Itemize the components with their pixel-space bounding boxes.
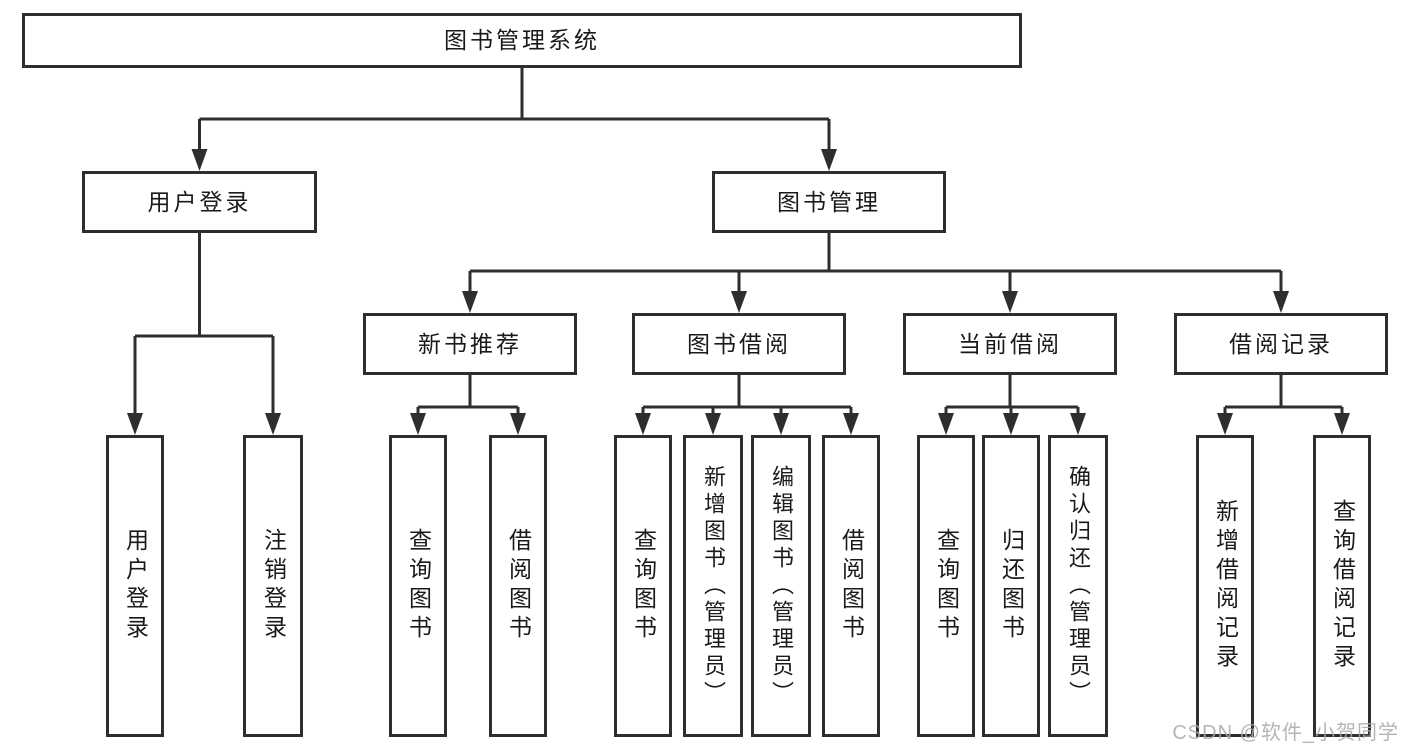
arrowhead bbox=[127, 413, 143, 435]
leaf-newrec-query-book-label: 查询图书 bbox=[405, 528, 432, 644]
node-root-system-label: 图书管理系统 bbox=[444, 27, 600, 53]
connector-book-mgmt-branch bbox=[462, 233, 1289, 313]
node-book-borrow: 图书借阅 bbox=[632, 313, 846, 375]
node-borrow-records-label: 借阅记录 bbox=[1229, 330, 1333, 357]
arrowhead bbox=[821, 149, 837, 171]
arrowhead bbox=[410, 413, 426, 435]
connector-new-book-branch bbox=[410, 375, 526, 435]
node-borrow-records: 借阅记录 bbox=[1174, 313, 1388, 375]
leaf-user-login-label: 用户登录 bbox=[122, 528, 149, 644]
leaf-borrow-borrow-book: 借阅图书 bbox=[822, 435, 880, 737]
arrowhead bbox=[843, 413, 859, 435]
node-current-borrow: 当前借阅 bbox=[903, 313, 1117, 375]
csdn-watermark: CSDN @软件_小贺同学 bbox=[1172, 722, 1399, 744]
leaf-confirm-return-admin: 确认归还（管理员） bbox=[1048, 435, 1108, 737]
node-current-borrow-label: 当前借阅 bbox=[958, 330, 1062, 357]
leaf-query-borrow-record-label: 查询借阅记录 bbox=[1329, 499, 1356, 673]
arrowhead bbox=[1002, 291, 1018, 313]
node-book-borrow-label: 图书借阅 bbox=[687, 330, 791, 357]
node-root-system: 图书管理系统 bbox=[22, 13, 1022, 68]
arrowhead bbox=[510, 413, 526, 435]
leaf-logout-label: 注销登录 bbox=[260, 528, 287, 644]
node-book-mgmt: 图书管理 bbox=[712, 171, 946, 233]
arrowhead bbox=[1217, 413, 1233, 435]
leaf-query-borrow-record: 查询借阅记录 bbox=[1313, 435, 1371, 737]
leaf-confirm-return-admin-label: 确认归还（管理员） bbox=[1066, 464, 1091, 708]
connector-book-borrow-branch bbox=[635, 375, 859, 435]
leaf-borrow-query-book-label: 查询图书 bbox=[630, 528, 657, 644]
arrowhead bbox=[191, 149, 208, 171]
leaf-edit-book-admin-label: 编辑图书（管理员） bbox=[769, 464, 794, 708]
arrowhead bbox=[635, 413, 651, 435]
arrowhead bbox=[265, 413, 281, 435]
leaf-borrow-borrow-book-label: 借阅图书 bbox=[838, 528, 865, 644]
arrowhead bbox=[1003, 413, 1019, 435]
arrowhead bbox=[731, 291, 747, 313]
node-user-login: 用户登录 bbox=[82, 171, 317, 233]
leaf-add-book-admin-label: 新增图书（管理员） bbox=[701, 464, 726, 708]
leaf-logout: 注销登录 bbox=[243, 435, 303, 737]
arrowhead bbox=[1070, 413, 1086, 435]
leaf-current-query-book: 查询图书 bbox=[917, 435, 975, 737]
leaf-add-borrow-record-label: 新增借阅记录 bbox=[1212, 499, 1239, 673]
node-new-book-rec-label: 新书推荐 bbox=[418, 330, 522, 357]
connector-root-branch bbox=[191, 68, 837, 171]
connector-current-borrow-branch bbox=[938, 375, 1086, 435]
arrowhead bbox=[1273, 291, 1289, 313]
node-book-mgmt-label: 图书管理 bbox=[777, 188, 881, 215]
connector-borrow-records-branch bbox=[1217, 375, 1350, 435]
arrowhead bbox=[462, 291, 478, 313]
leaf-newrec-query-book: 查询图书 bbox=[389, 435, 447, 737]
arrowhead bbox=[938, 413, 954, 435]
leaf-return-book: 归还图书 bbox=[982, 435, 1040, 737]
leaf-add-borrow-record: 新增借阅记录 bbox=[1196, 435, 1254, 737]
leaf-add-book-admin: 新增图书（管理员） bbox=[683, 435, 743, 737]
leaf-current-query-book-label: 查询图书 bbox=[933, 528, 960, 644]
leaf-edit-book-admin: 编辑图书（管理员） bbox=[751, 435, 811, 737]
arrowhead bbox=[1334, 413, 1350, 435]
leaf-user-login: 用户登录 bbox=[106, 435, 164, 737]
leaf-newrec-borrow-book-label: 借阅图书 bbox=[505, 528, 532, 644]
arrowhead bbox=[705, 413, 721, 435]
leaf-return-book-label: 归还图书 bbox=[998, 528, 1025, 644]
node-new-book-rec: 新书推荐 bbox=[363, 313, 577, 375]
leaf-borrow-query-book: 查询图书 bbox=[614, 435, 672, 737]
leaf-newrec-borrow-book: 借阅图书 bbox=[489, 435, 547, 737]
connector-user-login-branch bbox=[127, 233, 281, 435]
arrowhead bbox=[773, 413, 789, 435]
node-user-login-label: 用户登录 bbox=[147, 188, 252, 215]
